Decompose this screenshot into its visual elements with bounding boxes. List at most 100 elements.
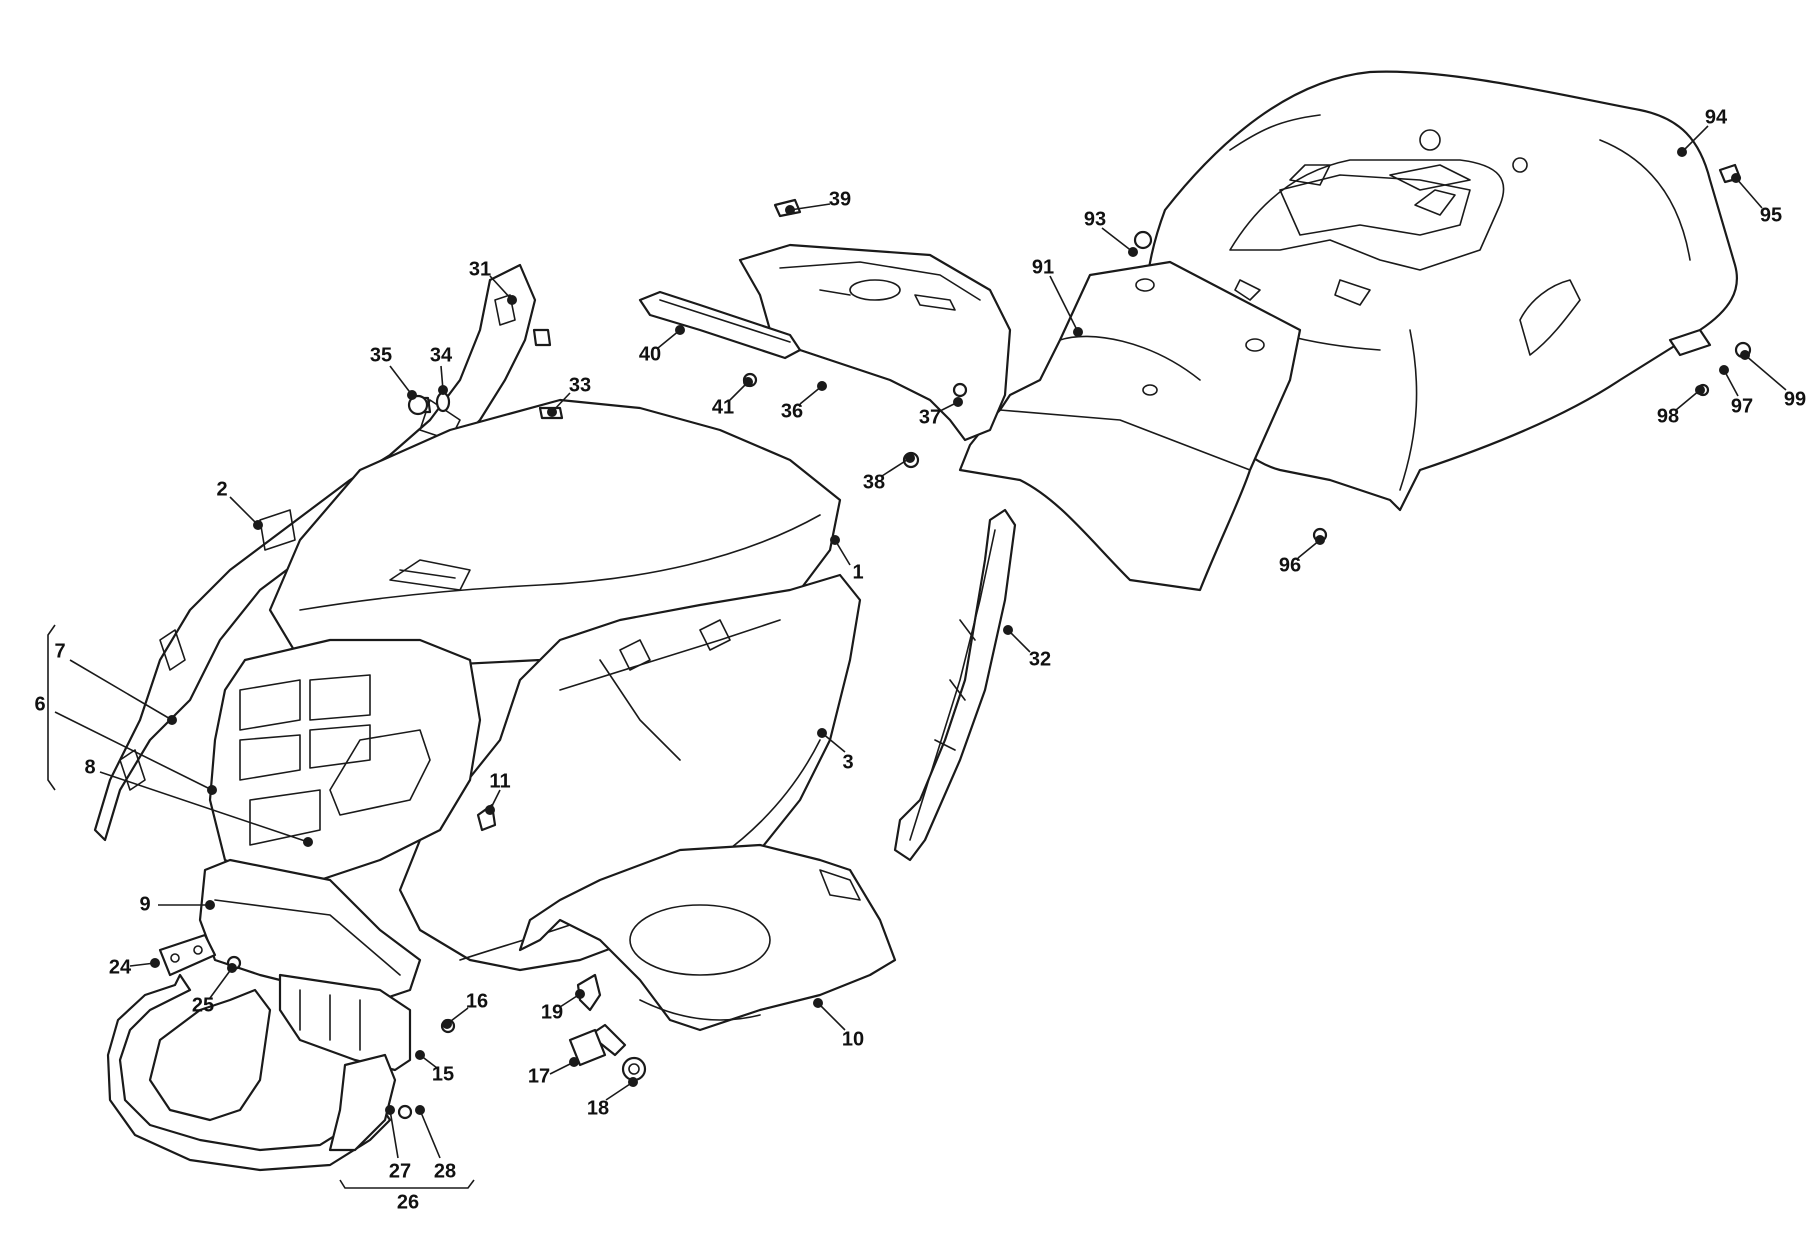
callout-label-33: 33 [569, 374, 591, 396]
group-bracket-26 [339, 1179, 475, 1189]
front-grille [208, 638, 482, 882]
callout-leader-2 [229, 496, 259, 526]
callout-leader-38 [881, 457, 911, 477]
callout-dot-36 [817, 381, 827, 391]
callout-dot-18 [628, 1077, 638, 1087]
callout-dot-96 [1315, 535, 1325, 545]
callout-label-1: 1 [852, 561, 863, 583]
callout-dot-25 [227, 963, 237, 973]
callout-label-28: 28 [434, 1160, 456, 1182]
callout-label-31: 31 [469, 258, 491, 280]
callout-dot-17 [569, 1057, 579, 1067]
callout-dot-37 [953, 397, 963, 407]
callout-leader-98 [1675, 389, 1701, 411]
callout-label-40: 40 [639, 343, 661, 365]
side-rail [893, 508, 1017, 862]
callout-label-19: 19 [541, 1001, 563, 1023]
callout-dot-41 [743, 377, 753, 387]
callout-label-3: 3 [842, 751, 853, 773]
callout-label-39: 39 [829, 188, 851, 210]
callout-dot-38 [905, 453, 915, 463]
callout-dot-1 [830, 535, 840, 545]
callout-leader-39 [789, 203, 831, 211]
callout-label-25: 25 [192, 994, 214, 1016]
callout-dot-15 [415, 1050, 425, 1060]
callout-dot-28 [415, 1105, 425, 1115]
callout-dot-40 [675, 325, 685, 335]
callout-dot-91 [1073, 327, 1083, 337]
callout-label-32: 32 [1029, 648, 1051, 670]
callout-leader-94 [1681, 125, 1709, 153]
callout-dot-93 [1128, 247, 1138, 257]
callout-dot-24 [150, 958, 160, 968]
callout-label-94: 94 [1705, 106, 1728, 128]
callout-leader-8 [99, 771, 309, 843]
callout-dot-31 [507, 295, 517, 305]
callout-dot-35 [407, 390, 417, 400]
callout-dot-9 [205, 900, 215, 910]
callout-leader-18 [605, 1081, 634, 1101]
callout-leader-35 [389, 365, 413, 396]
callout-leader-93 [1101, 227, 1134, 253]
callout-leader-7 [69, 659, 173, 721]
callout-leader-25 [209, 967, 233, 999]
callout-dot-8 [303, 837, 313, 847]
callout-dot-32 [1003, 625, 1013, 635]
callout-label-91: 91 [1032, 256, 1054, 278]
callout-label-16: 16 [466, 990, 488, 1012]
callout-dot-39 [785, 205, 795, 215]
under-tray [518, 843, 897, 1032]
callout-dot-33 [547, 407, 557, 417]
callout-dot-6 [207, 785, 217, 795]
callout-label-35: 35 [370, 344, 392, 366]
callout-dot-11 [485, 805, 495, 815]
plate-bracket [158, 933, 217, 977]
callout-label-18: 18 [587, 1097, 609, 1119]
callout-leader-31 [489, 275, 513, 301]
callout-label-15: 15 [432, 1063, 454, 1085]
callout-label-27: 27 [389, 1160, 411, 1182]
group-bracket-6-8 [47, 624, 56, 791]
callout-label-6: 6 [34, 693, 45, 715]
callout-label-41: 41 [712, 396, 734, 418]
callout-label-97: 97 [1731, 395, 1753, 417]
callout-dot-27 [385, 1105, 395, 1115]
callout-dot-98 [1695, 385, 1705, 395]
callout-label-99: 99 [1784, 388, 1806, 410]
callout-leader-28 [419, 1109, 441, 1159]
callout-dot-7 [167, 715, 177, 725]
callout-leader-32 [1007, 629, 1031, 653]
callout-label-10: 10 [842, 1028, 864, 1050]
callout-label-98: 98 [1657, 405, 1679, 427]
callout-dot-3 [817, 728, 827, 738]
callout-label-93: 93 [1084, 208, 1106, 230]
callout-label-2: 2 [216, 478, 227, 500]
callout-leader-6 [54, 711, 213, 791]
callout-label-11: 11 [489, 770, 510, 792]
callout-dot-19 [575, 989, 585, 999]
callout-label-95: 95 [1760, 204, 1782, 226]
callout-dot-16 [442, 1019, 452, 1029]
callout-dot-2 [253, 520, 263, 530]
callout-label-9: 9 [139, 893, 150, 915]
bar-bracket [638, 290, 802, 360]
callout-leader-27 [389, 1109, 399, 1159]
callout-label-7: 7 [54, 640, 65, 662]
callout-leader-91 [1049, 275, 1079, 333]
floor-plate [958, 260, 1302, 592]
callout-dot-94 [1677, 147, 1687, 157]
callout-dot-97 [1719, 365, 1729, 375]
callout-label-37: 37 [919, 406, 941, 428]
callout-label-96: 96 [1279, 554, 1301, 576]
front-bracket [278, 973, 412, 1072]
callout-dot-10 [813, 998, 823, 1008]
callout-dot-95 [1731, 173, 1741, 183]
callout-leader-99 [1744, 354, 1787, 391]
callout-label-17: 17 [528, 1065, 550, 1087]
lower-front-plate [198, 858, 422, 1002]
callout-label-36: 36 [781, 400, 803, 422]
callout-leader-95 [1735, 177, 1763, 209]
callout-label-26: 26 [397, 1191, 419, 1213]
